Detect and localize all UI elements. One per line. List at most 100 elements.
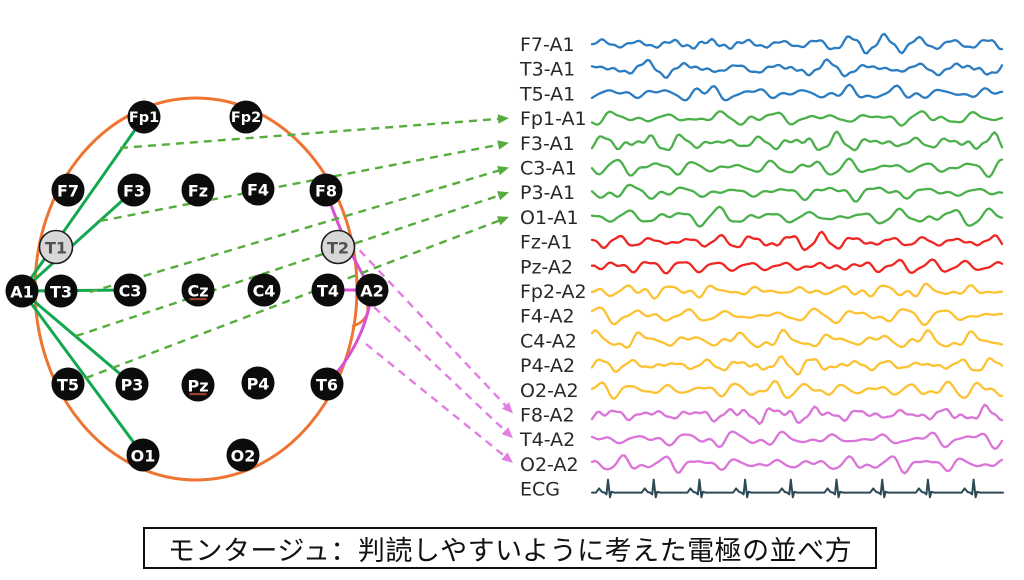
electrode-T6: [310, 367, 344, 401]
channel-label-Pz-A2-9: Pz-A2: [520, 256, 573, 278]
channel-label-T5-A1-2: T5-A1: [519, 83, 575, 105]
arrow-line-row-16: [373, 306, 507, 433]
electrode-label-T3: T3: [50, 283, 72, 302]
arrowhead-icon: [497, 216, 509, 226]
waveform-P3-A1-6: [590, 183, 1004, 203]
electrode-label-T5: T5: [57, 376, 79, 395]
waveform-P4-A2-13: [590, 355, 1004, 376]
electrode-T2: [320, 229, 356, 265]
arrow-line-row-5: [89, 169, 500, 294]
electrode-label-F4: F4: [247, 181, 269, 200]
arrowhead-icon: [501, 427, 513, 439]
waveform-F7-A1-0: [590, 32, 1004, 55]
channel-label-Fp1-A1-3: Fp1-A1: [520, 108, 587, 130]
electrode-label-Fp1: Fp1: [129, 110, 159, 126]
link-A1-P3: [20, 289, 134, 386]
waveform-O1-A1-7: [590, 205, 1004, 228]
electrode-A2: [355, 273, 389, 307]
channel-label-F3-A1-4: F3-A1: [520, 133, 575, 155]
waveform-F8-A2-15: [590, 403, 1004, 426]
electrode-F4: [241, 172, 275, 206]
caption-box: モンタージュ：判読しやすいように考えた電極の並べ方: [143, 527, 877, 569]
waveform-T4-A2-16: [590, 430, 1004, 450]
channel-label-O2-A2-17: O2-A2: [520, 454, 579, 476]
arrow-line-row-4: [99, 143, 500, 223]
electrode-label-T1: T1: [45, 239, 67, 258]
arrow-line-row-15: [349, 239, 508, 408]
electrode-P3: [115, 367, 149, 401]
electrode-T5: [51, 367, 85, 401]
arrowhead-icon: [502, 402, 513, 414]
electrode-Fp1: [127, 100, 161, 134]
electrode-F3: [117, 173, 151, 207]
channel-label-P4-A2-13: P4-A2: [520, 355, 575, 377]
arrowhead-icon: [501, 452, 513, 463]
electrode-label-Fp2: Fp2: [231, 110, 261, 126]
waveform-F4-A2-11: [590, 306, 1004, 327]
arrowhead-icon: [497, 166, 509, 176]
electrode-label-Pz: Pz: [187, 377, 208, 396]
electrode-A1: [5, 274, 39, 308]
electrode-F8: [309, 173, 343, 207]
electrode-label-P4: P4: [247, 375, 270, 394]
electrode-label-C3: C3: [119, 282, 142, 301]
link-A1-O1: [20, 289, 145, 457]
electrode-label-A2: A2: [360, 282, 384, 301]
electrode-label-T6: T6: [316, 376, 338, 395]
channel-label-F8-A2-15: F8-A2: [520, 405, 575, 427]
waveform-Fp2-A2-10: [590, 282, 1004, 300]
electrode-F7: [51, 173, 85, 207]
link-A1-F3: [20, 188, 136, 293]
channel-label-C3-A1-5: C3-A1: [520, 158, 577, 180]
electrode-T1: [38, 229, 74, 265]
channel-label-ECG-18: ECG: [520, 479, 560, 501]
electrode-label-F8: F8: [315, 182, 337, 201]
electrode-P4: [241, 366, 275, 400]
arrow-line-row-17: [365, 343, 506, 458]
channel-label-P3-A1-6: P3-A1: [520, 182, 575, 204]
arrowhead-icon: [497, 191, 509, 201]
waveform-T5-A1-2: [590, 83, 1004, 102]
caption-text: モンタージュ：判読しやすいように考えた電極の並べ方: [167, 535, 853, 567]
waveform-C3-A1-5: [590, 157, 1004, 179]
waveform-O2-A2-17: [590, 454, 1004, 475]
electrode-O1: [126, 438, 160, 472]
waveform-Pz-A2-9: [590, 258, 1004, 275]
channel-label-T3-A1-1: T3-A1: [519, 59, 575, 81]
electrode-T3: [44, 274, 78, 308]
channel-label-Fp2-A2-10: Fp2-A2: [520, 281, 587, 303]
channel-label-Fz-A1-8: Fz-A1: [520, 232, 572, 254]
electrode-label-Cz: Cz: [187, 282, 208, 301]
electrode-underline-Pz: [189, 393, 207, 396]
link-A1-Fp1: [20, 115, 146, 293]
electrode-O2: [226, 438, 260, 472]
arrow-line-row-7: [85, 219, 501, 380]
waveform-T3-A1-1: [590, 58, 1004, 79]
electrode-label-F3: F3: [123, 182, 145, 201]
channel-label-O2-A2-14: O2-A2: [520, 380, 579, 402]
channel-label-F7-A1-0: F7-A1: [520, 34, 575, 56]
arrowhead-icon: [497, 114, 509, 124]
waveform-ECG-18: [591, 478, 1004, 499]
channel-label-C4-A2-12: C4-A2: [520, 330, 577, 352]
electrode-C4: [247, 273, 281, 307]
channel-label-O1-A1-7: O1-A1: [520, 207, 579, 229]
electrode-label-T2: T2: [327, 239, 349, 258]
channel-label-T4-A2-16: T4-A2: [519, 429, 575, 451]
electrode-label-T4: T4: [317, 282, 339, 301]
electrode-underline-Cz: [189, 298, 207, 301]
electrode-Fp2: [229, 100, 263, 134]
electrode-T4: [311, 273, 345, 307]
arrow-line-row-3: [119, 117, 500, 150]
electrode-label-O1: O1: [131, 447, 156, 466]
waveform-O2-A2-14: [590, 379, 1004, 400]
channel-label-F4-A2-11: F4-A2: [520, 306, 575, 328]
electrode-label-A1: A1: [10, 283, 34, 302]
electrode-label-O2: O2: [231, 447, 256, 466]
electrode-label-C4: C4: [253, 282, 276, 301]
waveform-C4-A2-12: [590, 328, 1004, 350]
electrode-C3: [113, 273, 147, 307]
waveform-F3-A1-4: [590, 130, 1004, 152]
